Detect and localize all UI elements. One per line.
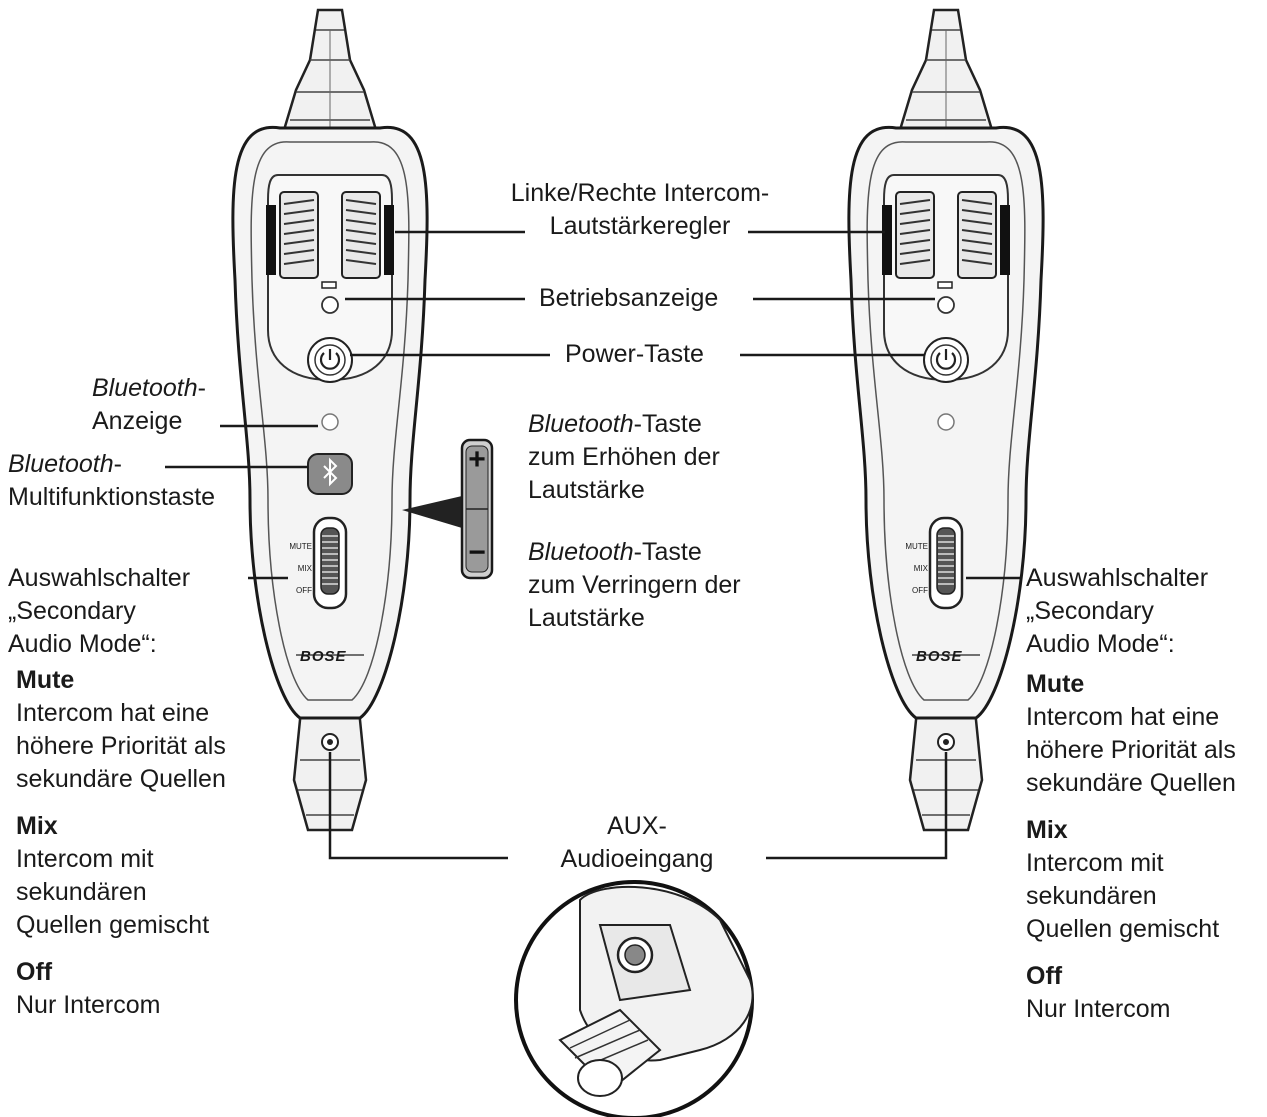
mode-list-left: Mute Intercom hat eine höhere Priorität … [16, 666, 226, 1019]
switch-positions-right: MUTE MIX OFF [900, 536, 928, 602]
mode-list-right: Mute Intercom hat eine höhere Priorität … [1026, 670, 1236, 1023]
mode-mix-name: Mix [16, 812, 58, 840]
mode-off-name: Off [16, 958, 53, 986]
mode-mix-name: Mix [1026, 816, 1068, 844]
mode-mute-name: Mute [1026, 670, 1085, 698]
aux-input-label: AUX- Audioeingang [560, 812, 714, 873]
bt-volume-down-label: Bluetooth-Taste zum Verringern der Lauts… [528, 538, 741, 632]
mode-switch-title-left: Auswahlschalter „Secondary Audio Mode“: [8, 564, 191, 658]
mode-mute-name: Mute [16, 666, 75, 694]
power-button-label: Power-Taste [565, 340, 704, 368]
switch-positions-left: MUTE MIX OFF [284, 536, 312, 602]
bt-indicator-label: Bluetooth- Anzeige [92, 374, 206, 435]
intercom-volume-label: Linke/Rechte Intercom- Lautstärkeregler [510, 179, 770, 240]
switch-pos-mix: MIX [297, 564, 312, 573]
switch-pos-off: OFF [912, 586, 928, 595]
plus-icon: + [468, 443, 486, 476]
switch-pos-mute: MUTE [289, 542, 312, 551]
mode-off-name: Off [1026, 962, 1063, 990]
minus-icon: − [468, 536, 486, 569]
switch-pos-mute: MUTE [905, 542, 928, 551]
mode-switch-title-right: Auswahlschalter „Secondary Audio Mode“: [1026, 564, 1209, 658]
bt-volume-up-label: Bluetooth-Taste zum Erhöhen der Lautstär… [528, 410, 720, 504]
bose-logo-left: BOSE [300, 648, 347, 665]
bose-logo-right: BOSE [916, 648, 963, 665]
bt-multifunction-label: Bluetooth- Multifunktionstaste [8, 450, 216, 511]
switch-pos-off: OFF [296, 586, 312, 595]
switch-pos-mix: MIX [913, 564, 928, 573]
power-indicator-label: Betriebsanzeige [539, 284, 719, 312]
